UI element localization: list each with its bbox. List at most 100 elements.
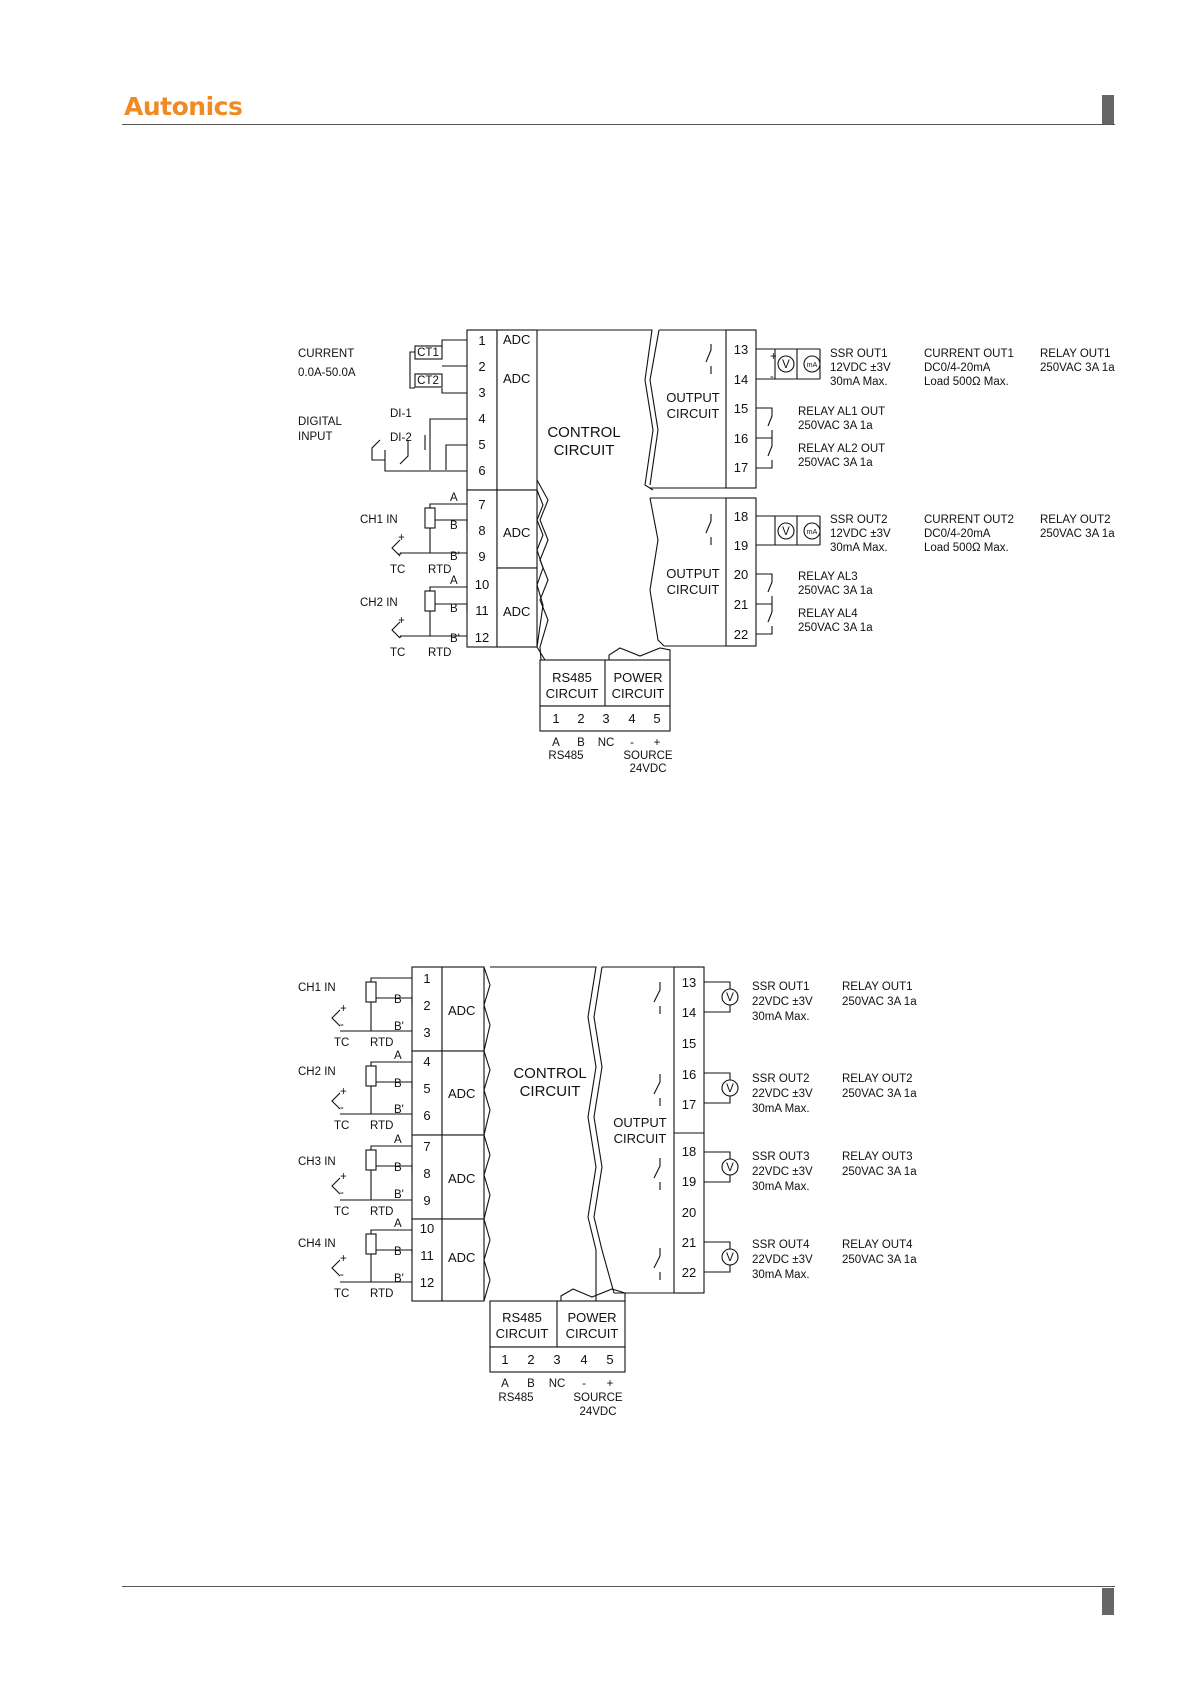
svg-text:+: + [340,1171,347,1183]
terminal-18: 18 [682,1144,696,1159]
svg-text:TC: TC [334,1288,349,1300]
svg-text:TC: TC [334,1206,349,1218]
svg-text:V: V [782,359,790,371]
svg-text:+: + [340,1003,347,1015]
svg-text:B': B' [394,1189,404,1201]
ammeter-icon [803,355,821,373]
output-circuit-label: OUTPUT [666,390,720,405]
control-circuit-label: CIRCUIT [520,1083,581,1100]
svg-text:-: - [582,1378,586,1390]
svg-text:30mA Max.: 30mA Max. [752,1269,810,1281]
terminal-3: 3 [478,385,485,400]
terminal-13: 13 [682,975,696,990]
svg-text:250VAC 3A 1a: 250VAC 3A 1a [842,1088,917,1100]
adc-label: ADC [448,1086,475,1101]
svg-text:22VDC ±3V: 22VDC ±3V [752,996,813,1008]
bottom-terminal-4: 4 [628,711,635,726]
svg-text:B: B [450,603,458,615]
svg-text:A: A [450,492,458,504]
terminal-12: 12 [420,1275,434,1290]
terminal-14: 14 [682,1005,696,1020]
svg-text:A: A [552,737,560,749]
terminal-16: 16 [734,431,748,446]
ssr-out4-label: SSR OUT4 [752,1239,810,1251]
terminal-22: 22 [682,1265,696,1280]
voltmeter-icon [721,988,739,1006]
svg-text:V: V [726,1083,734,1095]
relay-contact-icon [705,344,712,374]
terminal-10: 10 [475,577,489,592]
svg-text:30mA Max.: 30mA Max. [752,1011,810,1023]
terminal-19: 19 [734,538,748,553]
svg-text:DC0/4-20mA: DC0/4-20mA [924,528,991,540]
svg-text:B': B' [394,1273,404,1285]
svg-text:+: + [398,532,405,544]
rs485-label: RS485 [498,1392,533,1404]
bottom-terminal-4: 4 [580,1352,587,1367]
svg-text:-: - [630,737,634,749]
adc-label: ADC [448,1171,475,1186]
svg-text:+: + [770,351,777,363]
svg-text:0.0A-50.0A: 0.0A-50.0A [298,367,356,379]
svg-text:RTD: RTD [428,564,451,576]
svg-text:B: B [394,1078,402,1090]
source-label: SOURCE [623,750,673,762]
svg-text:DI-2: DI-2 [390,432,412,444]
terminal-1: 1 [423,971,430,986]
terminal-13: 13 [734,342,748,357]
ct1-label: CT1 [417,347,439,359]
svg-text:A: A [501,1378,509,1390]
svg-text:mA: mA [807,529,818,536]
svg-text:DI-1: DI-1 [390,408,412,420]
ssr-out1-label: SSR OUT1 [830,348,888,360]
control-circuit-label: CONTROL [513,1065,586,1082]
svg-text:V: V [726,1252,734,1264]
bottom-terminal-5: 5 [606,1352,613,1367]
svg-text:V: V [726,992,734,1004]
rs485-circuit-label: RS485 [552,670,592,685]
svg-text:RTD: RTD [370,1288,393,1300]
svg-text:Load 500Ω Max.: Load 500Ω Max. [924,542,1009,554]
power-circuit-label: POWER [613,670,662,685]
svg-text:+: + [654,737,661,749]
svg-text:B': B' [450,551,460,563]
ch1-in-label: CH1 IN [298,982,336,994]
terminal-5: 5 [478,437,485,452]
terminal-5: 5 [423,1081,430,1096]
output-circuit-label: CIRCUIT [667,582,720,597]
control-circuit-label: CIRCUIT [554,442,615,459]
rs485-label: RS485 [548,750,583,762]
relay-contact-icon [705,514,712,545]
svg-text:TC: TC [390,564,405,576]
svg-text:B: B [527,1378,535,1390]
ch4-in-label: CH4 IN [298,1238,336,1250]
terminal-10: 10 [420,1221,434,1236]
output-circuit-label: CIRCUIT [667,406,720,421]
svg-text:CIRCUIT: CIRCUIT [566,1326,619,1341]
svg-text:250VAC 3A 1a: 250VAC 3A 1a [798,420,873,432]
relay-out2-label: RELAY OUT2 [842,1073,913,1085]
svg-text:-: - [340,1269,344,1281]
rtd-icon [365,1065,377,1087]
relay-out1-label: RELAY OUT1 [1040,348,1111,360]
svg-text:RTD: RTD [370,1206,393,1218]
terminal-7: 7 [423,1139,430,1154]
svg-text:250VAC 3A 1a: 250VAC 3A 1a [842,996,917,1008]
terminal-22: 22 [734,627,748,642]
power-circuit-label: POWER [567,1310,616,1325]
svg-text:INPUT: INPUT [298,431,333,443]
svg-text:B: B [394,1162,402,1174]
bottom-terminal-2: 2 [577,711,584,726]
svg-text:CIRCUIT: CIRCUIT [546,686,599,701]
svg-text:30mA Max.: 30mA Max. [752,1103,810,1115]
voltmeter-icon [777,355,795,373]
terminal-19: 19 [682,1174,696,1189]
terminal-11: 11 [475,603,489,618]
relay-contact-icon [653,1074,661,1106]
control-circuit-label: CONTROL [547,424,620,441]
svg-text:24VDC: 24VDC [629,763,666,775]
voltmeter-icon [721,1248,739,1266]
terminal-6: 6 [423,1108,430,1123]
ssr-out2-label: SSR OUT2 [752,1073,810,1085]
bottom-terminal-1: 1 [501,1352,508,1367]
